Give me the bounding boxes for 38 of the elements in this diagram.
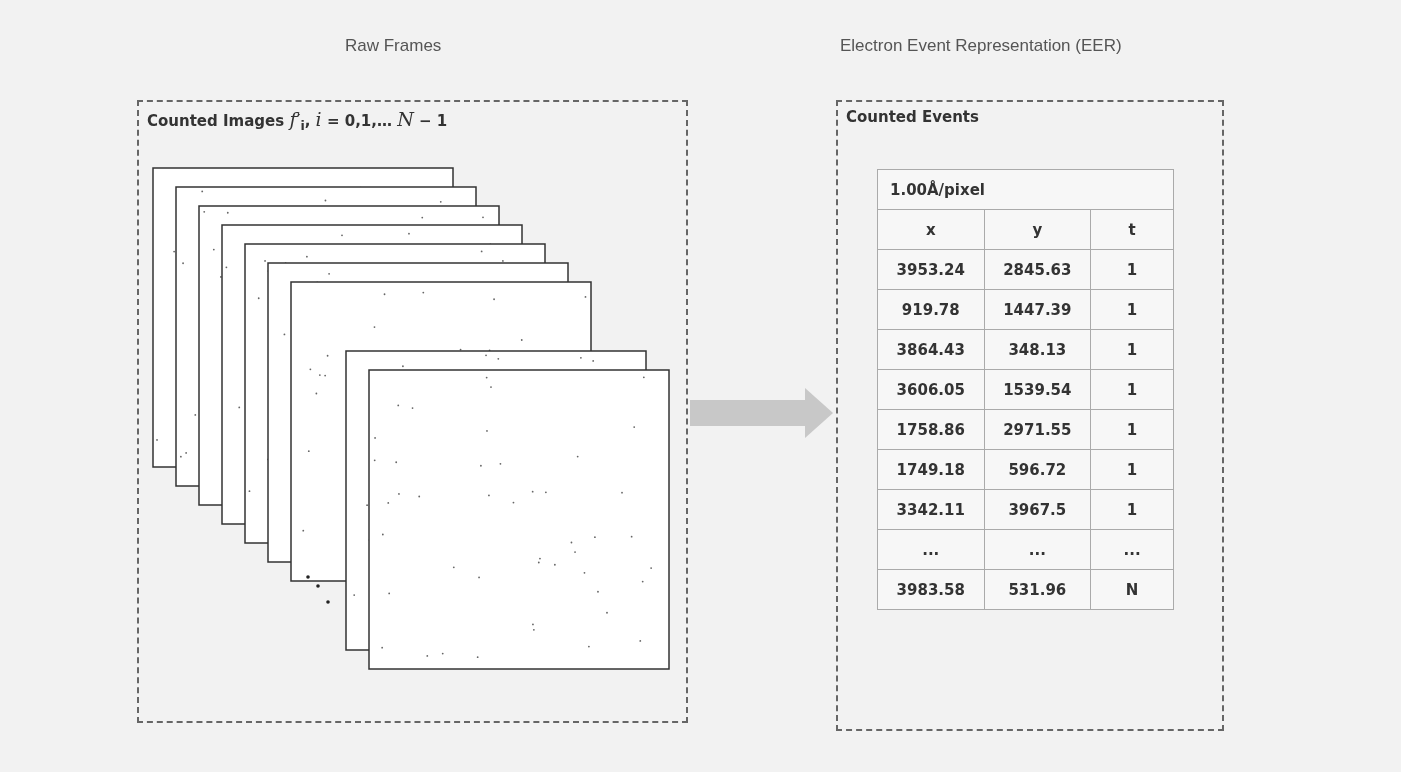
- table-cell: ...: [877, 529, 985, 570]
- table-cell: 3967.5: [984, 489, 1091, 530]
- dashed-panel: [137, 100, 688, 723]
- panel-title: Raw Frames: [345, 36, 442, 56]
- table-cell: 1: [1090, 289, 1174, 330]
- table-cell: 1: [1090, 409, 1174, 450]
- table-cell: 1749.18: [877, 449, 985, 490]
- arrow: [690, 388, 833, 438]
- table-cell: 1447.39: [984, 289, 1091, 330]
- panel-title: Electron Event Representation (EER): [840, 36, 1122, 56]
- panel-heading: Counted Events: [846, 108, 979, 126]
- table-cell: t: [1090, 209, 1174, 250]
- table-cell: 919.78: [877, 289, 985, 330]
- table-cell: 1: [1090, 329, 1174, 370]
- table-cell: 2845.63: [984, 249, 1091, 290]
- table-cell: ...: [984, 529, 1091, 570]
- table-cell: 3864.43: [877, 329, 985, 370]
- table-cell: 1539.54: [984, 369, 1091, 410]
- table-cell: y: [984, 209, 1091, 250]
- table-cell: 1: [1090, 449, 1174, 490]
- table-cell: 1: [1090, 369, 1174, 410]
- table-cell: 3953.24: [877, 249, 985, 290]
- table-cell: 1: [1090, 489, 1174, 530]
- table-cell: 1.00Å/pixel: [877, 169, 1174, 210]
- table-cell: N: [1090, 569, 1174, 610]
- table-cell: 348.13: [984, 329, 1091, 370]
- dashed-panel: [836, 100, 1224, 731]
- table-cell: 3342.11: [877, 489, 985, 530]
- table-cell: 596.72: [984, 449, 1091, 490]
- table-cell: 1: [1090, 249, 1174, 290]
- table-cell: 531.96: [984, 569, 1091, 610]
- panel-heading: Counted Images f′$_{i}$, i = 0,1,… N − 1: [147, 108, 448, 133]
- table-cell: x: [877, 209, 985, 250]
- table-cell: ...: [1090, 529, 1174, 570]
- table-cell: 3606.05: [877, 369, 985, 410]
- table-cell: 3983.58: [877, 569, 985, 610]
- table-cell: 1758.86: [877, 409, 985, 450]
- table-cell: 2971.55: [984, 409, 1091, 450]
